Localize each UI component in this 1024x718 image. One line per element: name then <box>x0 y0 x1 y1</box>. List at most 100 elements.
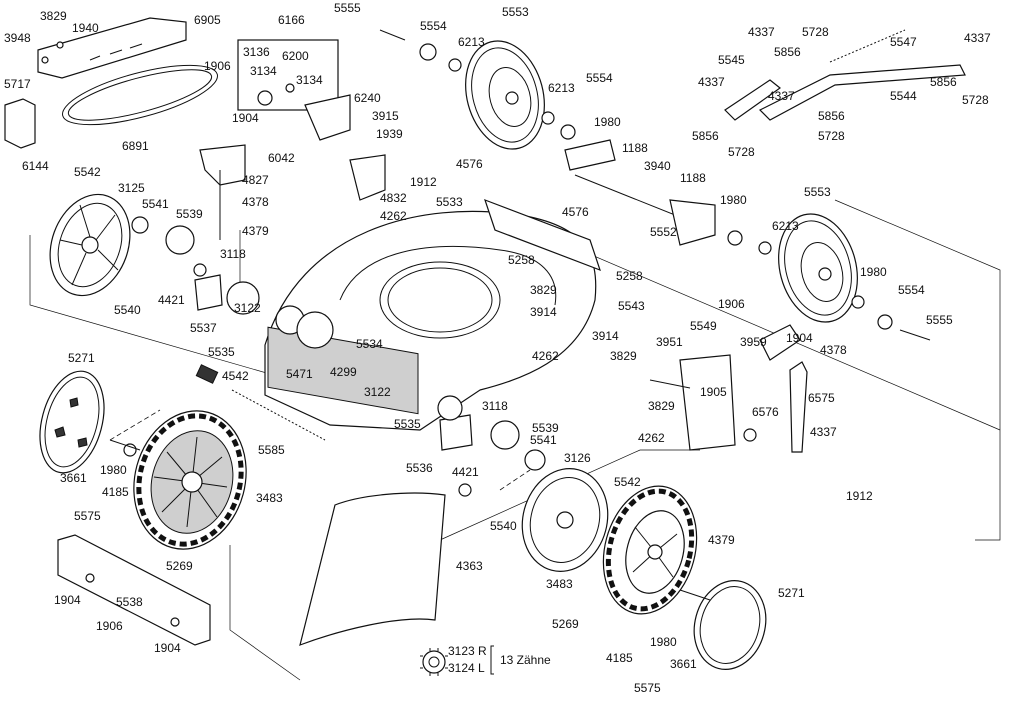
callout: 3118 <box>220 247 246 261</box>
callout: 3134 <box>250 64 277 78</box>
callout: 4542 <box>222 369 249 383</box>
callout: 5728 <box>802 25 829 39</box>
callout: 3951 <box>656 335 683 349</box>
callout: 5575 <box>74 509 101 523</box>
callout: 5555 <box>334 1 361 15</box>
callout: 3914 <box>530 305 557 319</box>
callout: 1906 <box>204 59 231 73</box>
callout: 5541 <box>142 197 169 211</box>
callout: 4363 <box>456 559 483 573</box>
callout: 5542 <box>614 475 641 489</box>
callout: 5553 <box>502 5 529 19</box>
callout: 1912 <box>846 489 873 503</box>
front-axle-5552 <box>564 139 716 246</box>
callout: 5535 <box>208 345 235 359</box>
callout: 3948 <box>4 31 31 45</box>
callout: 6575 <box>808 391 835 405</box>
callout: 1980 <box>650 635 677 649</box>
belt-cover-group <box>4 17 218 149</box>
callout: 5547 <box>890 35 917 49</box>
callout: 5555 <box>926 313 953 327</box>
callout: 4262 <box>380 209 407 223</box>
callout: 5540 <box>490 519 517 533</box>
callout: 5538 <box>116 595 143 609</box>
callout: 4185 <box>102 485 129 499</box>
callout: 6200 <box>282 49 309 63</box>
callout: 3829 <box>648 399 675 413</box>
callout: 6213 <box>548 81 575 95</box>
callout: 5271 <box>68 351 95 365</box>
callout: 4576 <box>456 157 483 171</box>
callout: 5541 <box>530 433 557 447</box>
callout: 1904 <box>232 111 259 125</box>
callout: 5717 <box>4 77 31 91</box>
callout: 5533 <box>436 195 463 209</box>
callout: 3125 <box>118 181 145 195</box>
callout: 5554 <box>420 19 447 33</box>
front-wheel-right-5553 <box>778 213 858 323</box>
callout: 5585 <box>258 443 285 457</box>
callout: 1905 <box>700 385 727 399</box>
callout: 5545 <box>718 53 745 67</box>
callout: 4827 <box>242 173 269 187</box>
callout: 5258 <box>616 269 643 283</box>
callout: 3118 <box>482 399 508 413</box>
callout: 5539 <box>532 421 559 435</box>
callout: 5537 <box>190 321 217 335</box>
callout: 4576 <box>562 205 589 219</box>
callout: 3483 <box>256 491 283 505</box>
gear-icon <box>420 648 448 676</box>
callout: 5554 <box>586 71 613 85</box>
handle-brackets <box>724 29 966 121</box>
callout: 5543 <box>618 299 645 313</box>
callout: 3829 <box>530 283 557 297</box>
callout: 5471 <box>286 367 313 381</box>
callout: 3915 <box>372 109 399 123</box>
callout: 4379 <box>708 533 735 547</box>
callout: 6213 <box>458 35 485 49</box>
callout: 4337 <box>964 31 991 45</box>
callout: 4337 <box>810 425 837 439</box>
callout: 3122 <box>364 385 391 399</box>
callout: 3122 <box>234 301 261 315</box>
mower-deck-5533 <box>264 198 601 431</box>
v-belt-6891 <box>62 64 218 126</box>
front-wheel-top-5553 <box>465 40 545 150</box>
axle-bar-5538 <box>57 534 211 646</box>
callout: 4185 <box>606 651 633 665</box>
callout: 1940 <box>72 21 99 35</box>
callout: 1188 <box>622 141 648 155</box>
gear-right-label: 3123 R <box>448 644 487 658</box>
callout: 5575 <box>634 681 661 695</box>
callout: 4832 <box>380 191 407 205</box>
callout: 3829 <box>40 9 67 23</box>
callout: 5553 <box>804 185 831 199</box>
callout: 5535 <box>394 417 421 431</box>
callout: 5271 <box>778 586 805 600</box>
callout: 1906 <box>96 619 123 633</box>
callout: 3940 <box>644 159 671 173</box>
callout: 4378 <box>820 343 847 357</box>
callout: 6213 <box>772 219 799 233</box>
front-wheel-left-5269 <box>133 410 247 550</box>
small-parts <box>109 29 931 601</box>
callout: 3661 <box>60 471 87 485</box>
gear-teeth-text: 13 Zähne <box>500 653 551 667</box>
callout: 5856 <box>774 45 801 59</box>
callout: 3914 <box>592 329 619 343</box>
callout: 5534 <box>356 337 383 351</box>
rear-wheel-hubcap-left <box>49 193 131 297</box>
rear-wheel-right-group <box>521 468 767 671</box>
height-adjuster-5549 <box>679 324 808 453</box>
gear-left-label: 3124 L <box>448 661 485 675</box>
callout: 5554 <box>898 283 925 297</box>
callout: 4337 <box>698 75 725 89</box>
callout: 3136 <box>243 45 270 59</box>
callout: 1188 <box>680 171 706 185</box>
callout: 1980 <box>100 463 127 477</box>
callout: 6144 <box>22 159 49 173</box>
callout: 5856 <box>692 129 719 143</box>
part-callouts: 3829 1940 6905 3948 5717 6144 6891 1906 … <box>4 1 991 695</box>
callout: 4379 <box>242 224 269 238</box>
callout: 5856 <box>930 75 957 89</box>
